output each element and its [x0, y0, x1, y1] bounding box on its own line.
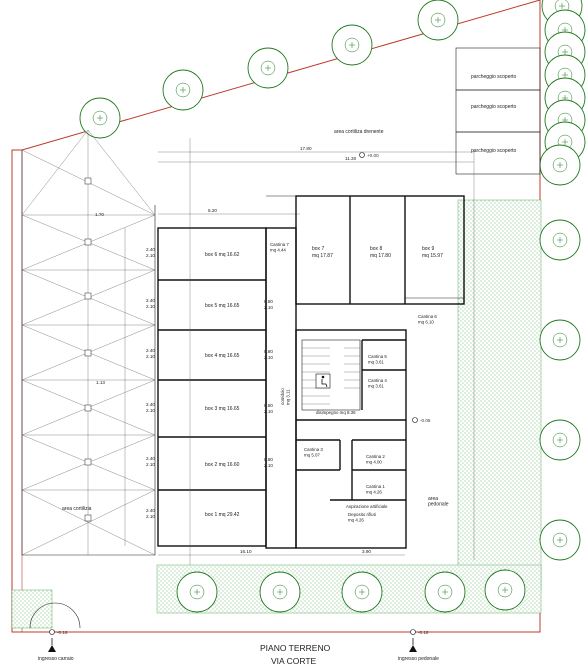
svg-text:2.40: 2.40: [146, 402, 155, 407]
svg-text:2.10: 2.10: [146, 462, 155, 467]
box-1-label: box 1 mq 29.42: [205, 512, 240, 518]
svg-text:3.90: 3.90: [362, 549, 371, 554]
svg-text:2.10: 2.10: [146, 304, 155, 309]
garage-block-west: [157, 227, 267, 547]
svg-text:0.80: 0.80: [264, 403, 273, 408]
canopy-truss: area cortilizia: [21, 129, 156, 556]
svg-text:2.40: 2.40: [146, 247, 155, 252]
drainage-area-label: area cortiliza drenente: [334, 129, 384, 135]
svg-text:2.40: 2.40: [146, 508, 155, 513]
svg-text:-0.16: -0.16: [57, 630, 68, 635]
entrance-pedestrian-arrow: [409, 638, 417, 652]
svg-text:2.10: 2.10: [146, 408, 155, 413]
box-7-area: mq 17.87: [312, 253, 333, 259]
svg-text:0.80: 0.80: [264, 349, 273, 354]
row-dimensions: 2.40 2.10 2.40 2.10 2.40 2.10 2.40 2.10 …: [95, 212, 273, 519]
svg-text:1.13: 1.13: [96, 380, 105, 385]
svg-text:2.10: 2.10: [264, 355, 273, 360]
box-7-name: box 7: [312, 246, 324, 252]
parking-label-3: parcheggio scoperto: [471, 148, 517, 154]
svg-text:2.40: 2.40: [146, 456, 155, 461]
level-markers: +0.00 -0.05 -0.16 -0.18: [49, 152, 431, 635]
box-8-name: box 8: [370, 246, 382, 252]
svg-text:11.30: 11.30: [345, 156, 357, 161]
trees-column-right: [539, 0, 586, 561]
plan-title: PIANO TERRENO: [260, 643, 331, 653]
car-gate: [29, 602, 81, 629]
svg-text:17.80: 17.80: [300, 146, 312, 151]
parking-stalls: parcheggio scoperto parcheggio scoperto …: [455, 47, 541, 175]
svg-text:2.10: 2.10: [264, 305, 273, 310]
svg-text:2.40: 2.40: [146, 298, 155, 303]
plan-subtitle: VIA CORTE: [271, 656, 317, 666]
box-9-area: mq 15.97: [422, 253, 443, 259]
box-9-name: box 9: [422, 246, 434, 252]
aspirazione-label: Aspirazione artificiale: [346, 504, 388, 509]
box-8-area: mq 17.80: [370, 253, 391, 259]
svg-text:2.10: 2.10: [264, 409, 273, 414]
svg-text:2.40: 2.40: [146, 348, 155, 353]
svg-text:1.70: 1.70: [95, 212, 104, 217]
svg-text:5.20: 5.20: [208, 208, 217, 213]
box-4-label: box 4 mq 16.65: [205, 353, 240, 359]
svg-text:2.10: 2.10: [146, 253, 155, 258]
svg-text:0.80: 0.80: [264, 457, 273, 462]
svg-text:2.10: 2.10: [146, 354, 155, 359]
entrance-pedestrian-label: ingresso pedonale: [398, 656, 439, 662]
dimension-texts: 17.80 11.30 5.20 16.10 3.90: [208, 146, 371, 554]
svg-text:-0.18: -0.18: [418, 630, 429, 635]
box-6-label: box 6 mq 16.62: [205, 252, 240, 258]
corridor-label-text: corridoiomq 3.11: [280, 388, 291, 405]
svg-text:0.80: 0.80: [264, 299, 273, 304]
svg-text:-0.05: -0.05: [420, 418, 431, 423]
svg-text:2.10: 2.10: [146, 514, 155, 519]
box-3-label: box 3 mq 16.65: [205, 406, 240, 412]
box-5-label: box 5 mq 16.65: [205, 303, 240, 309]
box-2-label: box 2 mq 16.60: [205, 462, 240, 468]
svg-text:+0.00: +0.00: [367, 153, 379, 158]
parking-label-1: parcheggio scoperto: [471, 74, 517, 80]
corridor-label: corridoiomq 3.11: [280, 388, 291, 405]
disimpegno-label: disimpegno mq 8.36: [316, 410, 356, 415]
entrance-car-arrow: [48, 638, 56, 652]
green-area-east: [11, 199, 542, 629]
area-cortilizia-label: area cortilizia: [62, 506, 92, 512]
dimension-lines: [124, 138, 475, 565]
entrance-car-label: ingresso carraio: [38, 656, 74, 662]
svg-text:16.10: 16.10: [240, 549, 252, 554]
central-core: [265, 227, 407, 549]
svg-text:2.10: 2.10: [264, 463, 273, 468]
parking-label-2: parcheggio scoperto: [471, 104, 517, 110]
